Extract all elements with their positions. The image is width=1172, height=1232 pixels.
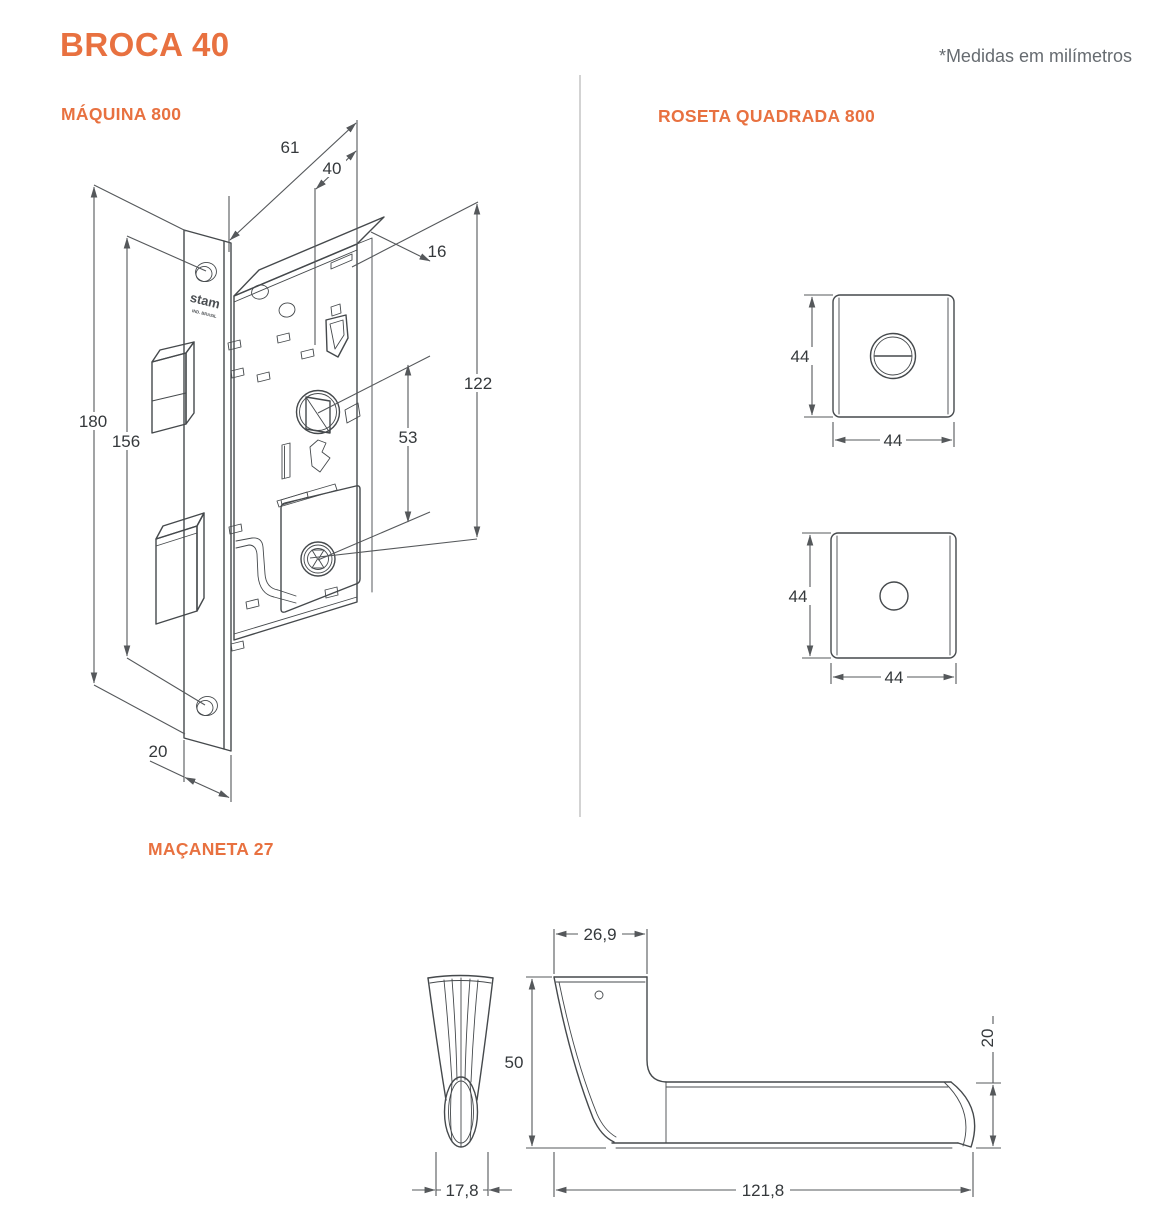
dim-label-r1w: 44 bbox=[884, 431, 903, 450]
brand-logo-sub: IND. BRASIL bbox=[192, 308, 218, 319]
dim-rosette1-height: 44 bbox=[787, 294, 833, 418]
dim-rosette2-height: 44 bbox=[785, 532, 831, 659]
dim-label-r2w: 44 bbox=[885, 668, 904, 687]
latch-bolt bbox=[151, 341, 195, 434]
rosette-drawings: 44 44 44 44 bbox=[785, 294, 957, 687]
vertical-divider bbox=[579, 75, 581, 817]
dim-label-20: 20 bbox=[149, 742, 168, 761]
dim-depth-total: 61 bbox=[228, 120, 358, 252]
faceplate: stam IND. BRASIL bbox=[183, 229, 232, 752]
dim-label-53: 53 bbox=[399, 428, 418, 447]
dim-hole-spacing: 156 bbox=[108, 235, 207, 706]
dim-front-width: 17,8 bbox=[412, 1152, 512, 1200]
handle-side-view bbox=[553, 976, 976, 1149]
rosette-turn-side bbox=[832, 294, 955, 418]
handle-hub bbox=[295, 389, 341, 435]
dim-label-121-8: 121,8 bbox=[742, 1181, 785, 1200]
dim-label-20-lever: 20 bbox=[978, 1029, 997, 1048]
dim-neck-width: 26,9 bbox=[553, 925, 648, 974]
dim-hub-to-cylinder: 53 bbox=[317, 355, 431, 561]
cylinder-screw bbox=[300, 541, 336, 577]
dim-label-16: 16 bbox=[428, 242, 447, 261]
units-note: *Medidas em milímetros bbox=[938, 46, 1132, 66]
brand-logo: stam bbox=[189, 290, 222, 312]
lock-isometric-drawing: stam IND. BRASIL 180 156 61 bbox=[75, 120, 497, 802]
dim-label-r1h: 44 bbox=[791, 347, 810, 366]
dim-plate-width: 20 bbox=[149, 740, 232, 802]
dim-lever-length: 121,8 bbox=[553, 1152, 974, 1200]
dim-label-61: 61 bbox=[281, 138, 300, 157]
dim-rosette1-width: 44 bbox=[832, 422, 955, 450]
rosette-plain-side bbox=[830, 532, 957, 659]
dim-label-26-9: 26,9 bbox=[583, 925, 616, 944]
dim-body-height: 122 bbox=[309, 203, 497, 559]
dim-label-180: 180 bbox=[79, 412, 107, 431]
dim-label-122: 122 bbox=[464, 374, 492, 393]
handle-front-view bbox=[427, 974, 494, 1148]
lock-body bbox=[227, 216, 385, 652]
dim-label-50: 50 bbox=[505, 1053, 524, 1072]
dim-label-156: 156 bbox=[112, 432, 140, 451]
dim-label-40: 40 bbox=[323, 159, 342, 178]
dim-height: 50 bbox=[505, 976, 606, 1149]
section-label-macaneta: MAÇANETA 27 bbox=[148, 839, 274, 859]
handle-drawings: 17,8 26,9 50 20 121,8 bbox=[412, 925, 1002, 1200]
page-title: BROCA 40 bbox=[60, 26, 230, 63]
section-label-roseta: ROSETA QUADRADA 800 bbox=[658, 106, 876, 126]
dim-backset: 40 bbox=[314, 150, 357, 345]
dim-label-r2h: 44 bbox=[789, 587, 808, 606]
dim-label-17-8: 17,8 bbox=[445, 1181, 478, 1200]
dim-lever-thickness: 20 bbox=[976, 1016, 1002, 1149]
dim-rear-gap: 16 bbox=[351, 201, 479, 268]
dim-plate-height: 180 bbox=[75, 184, 187, 735]
dim-rosette2-width: 44 bbox=[830, 663, 957, 687]
deadbolt bbox=[155, 512, 205, 625]
section-label-maquina: MÁQUINA 800 bbox=[61, 104, 182, 124]
